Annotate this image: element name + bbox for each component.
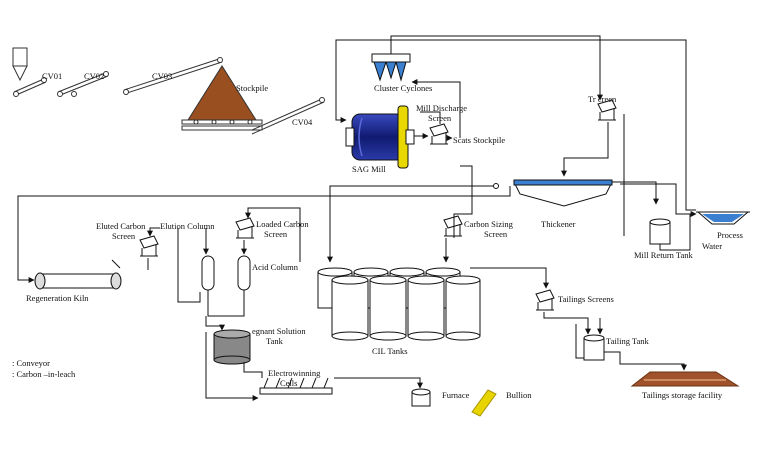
label-bullion: Bullion	[506, 390, 532, 400]
cil-tanks	[317, 267, 481, 341]
label-carbon-sizing-screen-line2: Screen	[484, 229, 508, 239]
label-carbon-sizing-screen-line1: Carbon Sizing	[464, 219, 513, 229]
label-cluster-cyclones: Cluster Cyclones	[374, 83, 433, 93]
label-eluted-carbon-screen-line1: Eluted Carbon	[96, 221, 146, 231]
conveyor-cv04	[251, 97, 325, 135]
label-cil-tanks: CIL Tanks	[372, 346, 408, 356]
label-furnace: Furnace	[442, 390, 470, 400]
tailings-screens	[535, 289, 555, 311]
carbon-sizing-screen	[443, 215, 463, 237]
thickener	[513, 179, 613, 207]
feed-hopper	[12, 47, 28, 82]
conveyor-cv02	[57, 71, 109, 97]
label-cv03: CV03	[152, 71, 173, 81]
conveyor-cv03	[123, 57, 223, 95]
mill-return-tank	[649, 218, 671, 245]
pregnant-solution-tank	[213, 329, 251, 365]
label-pregnant-solution-tank-line2: Tank	[266, 336, 283, 346]
label-trash-screen: Tr creen	[588, 94, 617, 104]
label-regeneration-kiln: Regeneration Kiln	[26, 293, 89, 303]
label-process-water-line2: Water	[701, 241, 723, 251]
label-mill-discharge-screen-line2: Screen	[428, 113, 452, 123]
acid-column	[237, 255, 251, 291]
electrowinning-cells	[259, 377, 333, 395]
cluster-cyclones	[371, 42, 411, 82]
trash-screen	[597, 99, 617, 121]
label-cv01: CV01	[42, 71, 63, 81]
label-loaded-carbon-screen-line2: Screen	[264, 229, 288, 239]
label-stockpile: Stockpile	[236, 83, 269, 93]
stockpile	[181, 65, 263, 131]
bullion	[471, 389, 497, 417]
process-water-pond	[696, 211, 750, 225]
legend-conveyor: : Conveyor	[12, 358, 51, 368]
label-cv02: CV02	[84, 71, 105, 81]
label-mill-discharge-screen-line1: Mill Discharge	[416, 103, 468, 113]
label-process-water-line1: Process	[717, 230, 743, 240]
loaded-carbon-screen	[235, 217, 255, 239]
label-electrowinning-line1: Electrowinning	[268, 368, 321, 378]
label-loaded-carbon-screen-line1: Loaded Carbon	[256, 219, 309, 229]
label-thickener: Thickener	[541, 219, 576, 229]
sag-mill	[345, 105, 415, 169]
legend-cil: : Carbon –in-leach	[12, 369, 76, 379]
label-tailing-tank: Tailing Tank	[606, 336, 649, 346]
mill-discharge-screen	[429, 123, 449, 145]
label-eluted-carbon-screen-line2: Screen	[112, 231, 136, 241]
conveyor-cv01	[13, 77, 47, 97]
regeneration-kiln	[34, 272, 122, 290]
label-elution-column: Elution Column	[160, 221, 215, 231]
label-mill-return-tank: Mill Return Tank	[634, 250, 693, 260]
label-cv04: CV04	[292, 117, 313, 127]
tailings-storage-facility	[630, 371, 740, 387]
flow-lines	[17, 35, 697, 401]
tailing-tank	[583, 334, 605, 361]
label-tailings-storage-facility: Tailings storage facility	[642, 390, 723, 400]
label-sag-mill: SAG Mill	[352, 164, 386, 174]
elution-column	[201, 255, 215, 291]
eluted-carbon-screen	[139, 235, 159, 257]
label-acid-column: Acid Column	[252, 262, 299, 272]
label-tailings-screens: Tailings Screens	[558, 294, 614, 304]
cil-tank-front-row	[331, 275, 481, 341]
furnace	[411, 388, 431, 407]
label-scats-stockpile: Scats Stockpile	[453, 135, 506, 145]
label-pregnant-solution-tank-line1: egnant Solution	[252, 326, 306, 336]
label-electrowinning-line2: Cells	[280, 378, 298, 388]
